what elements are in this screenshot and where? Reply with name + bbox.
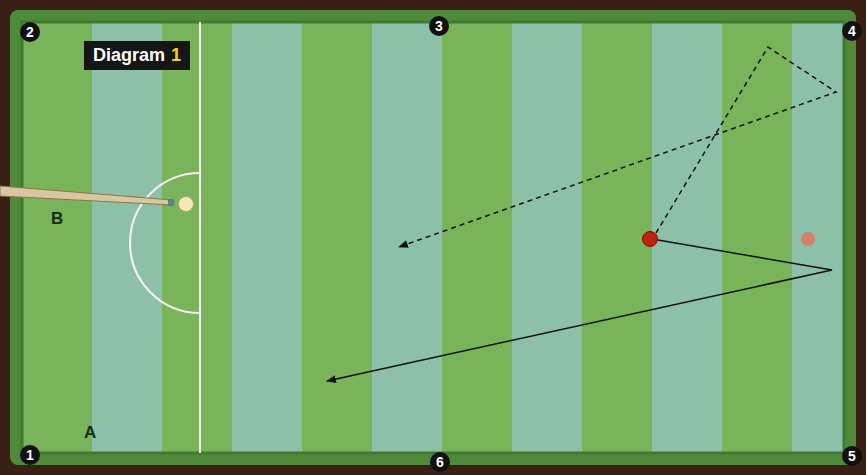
pocket-number: 6: [430, 452, 450, 472]
pocket-number: 2: [20, 22, 40, 42]
title-box: Diagram 1: [84, 41, 190, 70]
position-letter: B: [51, 209, 63, 229]
position-letter: A: [84, 423, 96, 443]
title-word: Diagram: [93, 45, 165, 65]
pocket-number: 5: [842, 446, 862, 466]
title-number: 1: [171, 45, 181, 65]
pocket-number: 1: [20, 445, 40, 465]
pocket-number: 4: [842, 21, 862, 41]
pocket-number: 3: [429, 16, 449, 36]
